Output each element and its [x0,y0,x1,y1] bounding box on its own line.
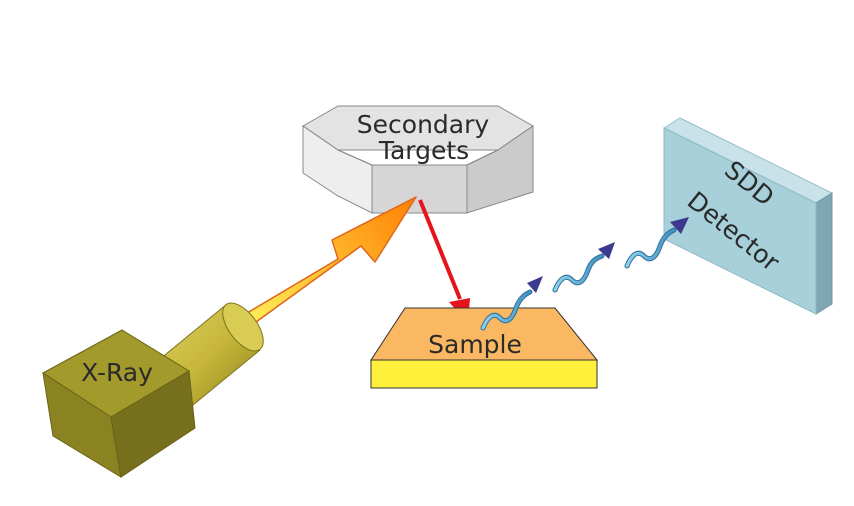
targets-label-line2: Targets [378,136,469,165]
fluorescence-waves [480,217,689,331]
secondary-beam-arrow [418,199,470,323]
sample-label: Sample [428,330,522,359]
wave-2-arrowhead [598,242,615,259]
wave-1-arrowhead [527,276,543,293]
fluorescence-wave-3 [624,217,689,269]
sdd-detector: SDD Detector [662,117,834,315]
sample: Sample [370,307,599,389]
secondary-targets: Secondary Targets [302,105,534,214]
sample-base [370,359,598,389]
wave-3-arrowhead [670,217,689,234]
xray-box-right [110,370,196,478]
detector-side-face [815,192,833,315]
target-front-face [371,164,468,214]
xray-source: X-Ray [42,302,264,478]
targets-label-line1: Secondary [357,110,490,139]
sample-top [370,307,599,361]
fluorescence-wave-2 [552,242,615,293]
primary-beam-arrow [246,196,417,323]
detector-front-face [663,127,817,315]
xray-label: X-Ray [81,358,153,387]
fluorescence-wave-1 [480,276,543,331]
xray-tube-end [222,302,264,352]
